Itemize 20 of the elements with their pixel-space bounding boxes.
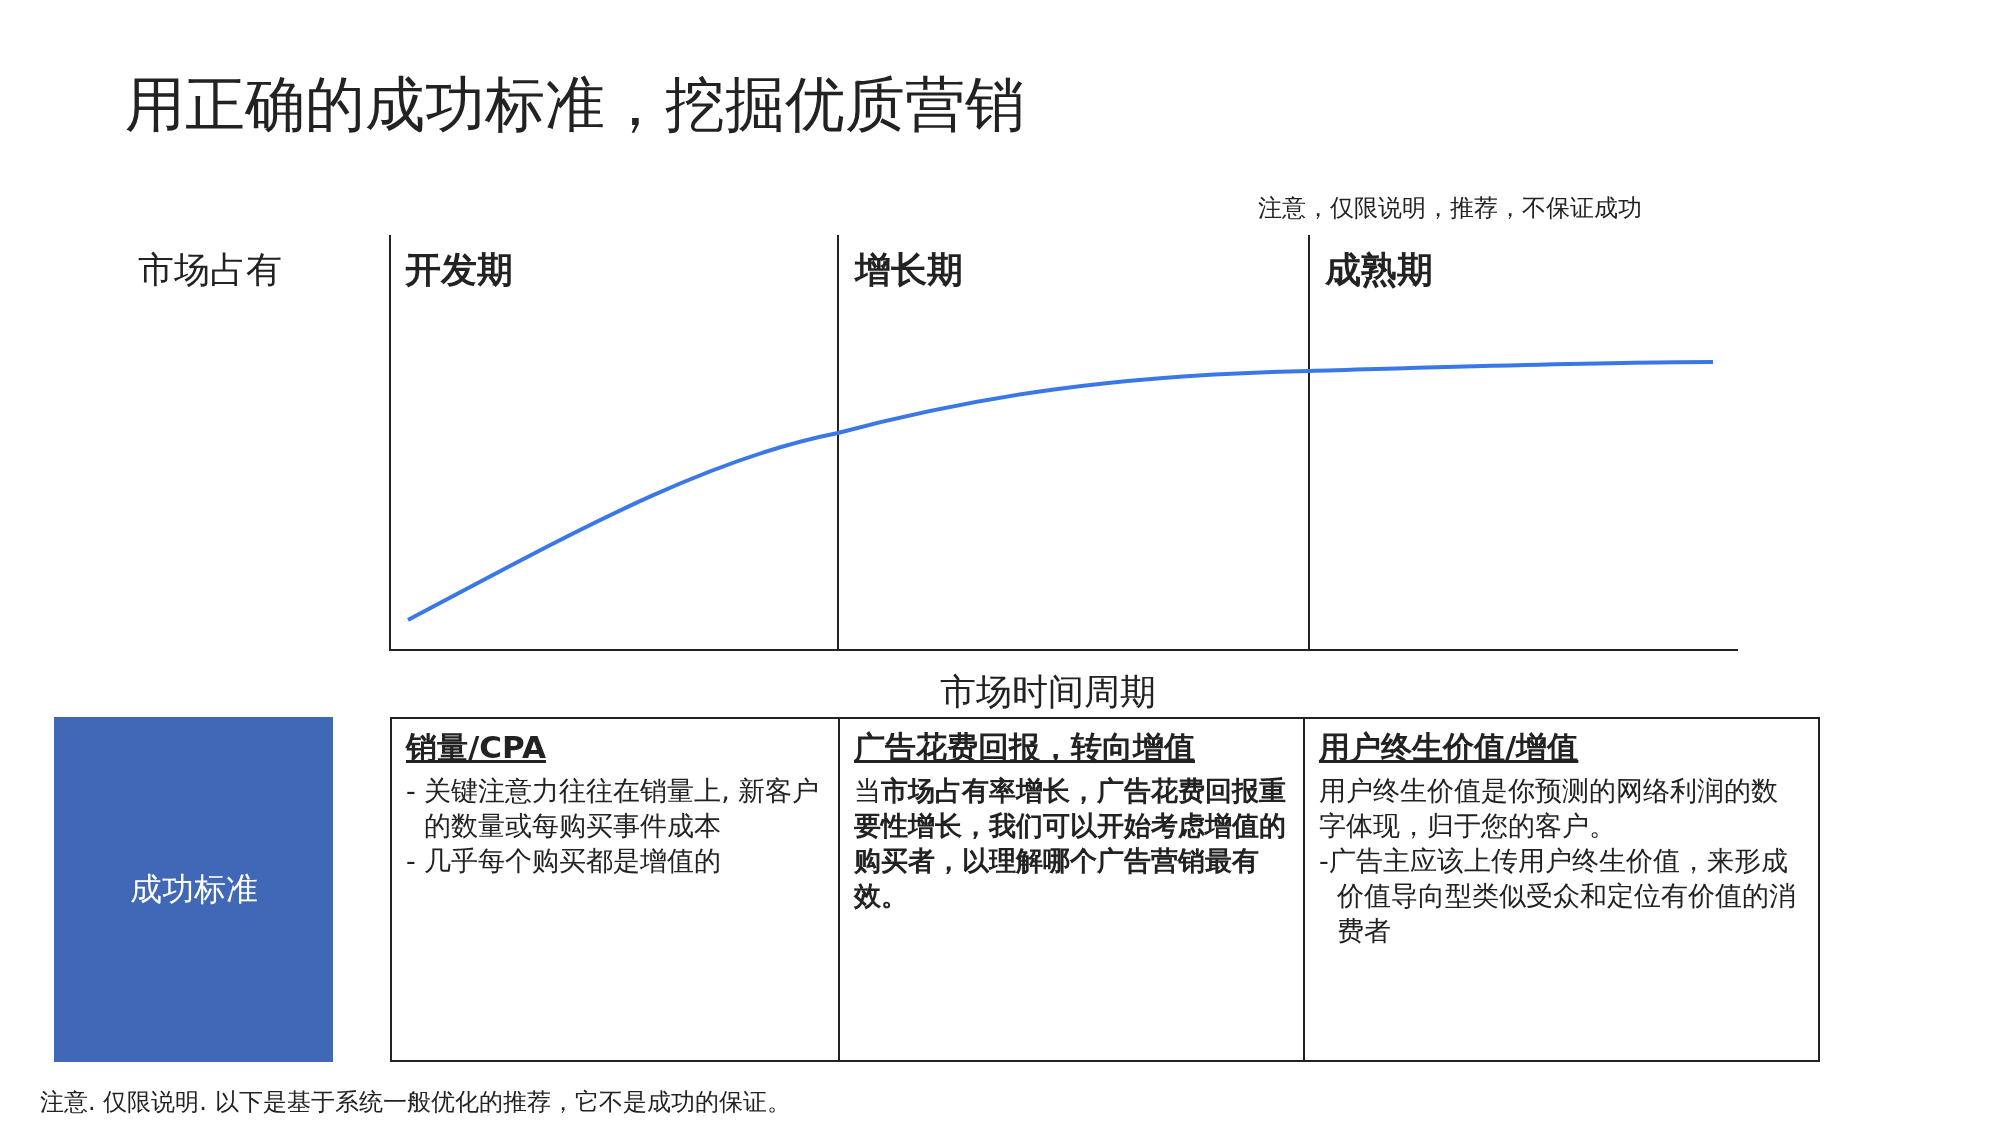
slide-title: 用正确的成功标准，挖掘优质营销	[125, 68, 1025, 141]
cell-heading: 广告花费回报，转向增值	[854, 728, 1196, 767]
axis-label: 市场占有	[138, 248, 282, 292]
cell-heading: 销量/CPA	[406, 728, 547, 767]
table-cell	[390, 717, 840, 1062]
cell-text: 当市场占有率增长，广告花费回报重要性增长，我们可以开始考虑增值的购买者，以理解哪个广告营销最有效。	[854, 774, 1287, 913]
stage-label: 开发期	[405, 248, 513, 292]
table-cell	[838, 717, 1305, 1062]
criteria-box: 成功标准	[54, 717, 333, 1062]
footnote-text: 注意. 仅限说明. 以下是基于系统一般优化的推荐，它不是成功的保证。	[40, 1087, 791, 1118]
stage-label: 增长期	[855, 248, 963, 292]
cell-text: - 关键注意力往往在销量上, 新客户的数量或每购买事件成本	[406, 774, 821, 843]
axis-label: 市场时间周期	[940, 670, 1156, 714]
cell-text: 用户终生价值是你预测的网络利润的数字体现，归于您的客户。	[1319, 774, 1779, 843]
cell-text: - 几乎每个购买都是增值的	[406, 844, 723, 878]
cell-heading: 用户终生价值/增值	[1319, 728, 1580, 767]
table-cell	[1303, 717, 1820, 1062]
stage-label: 成熟期	[1325, 248, 1433, 292]
note-text: 注意，仅限说明，推荐，不保证成功	[1258, 193, 1642, 224]
cell-text: -广告主应该上传用户终生价值，来形成价值导向型类似受众和定位有价值的消费者	[1319, 844, 1797, 948]
